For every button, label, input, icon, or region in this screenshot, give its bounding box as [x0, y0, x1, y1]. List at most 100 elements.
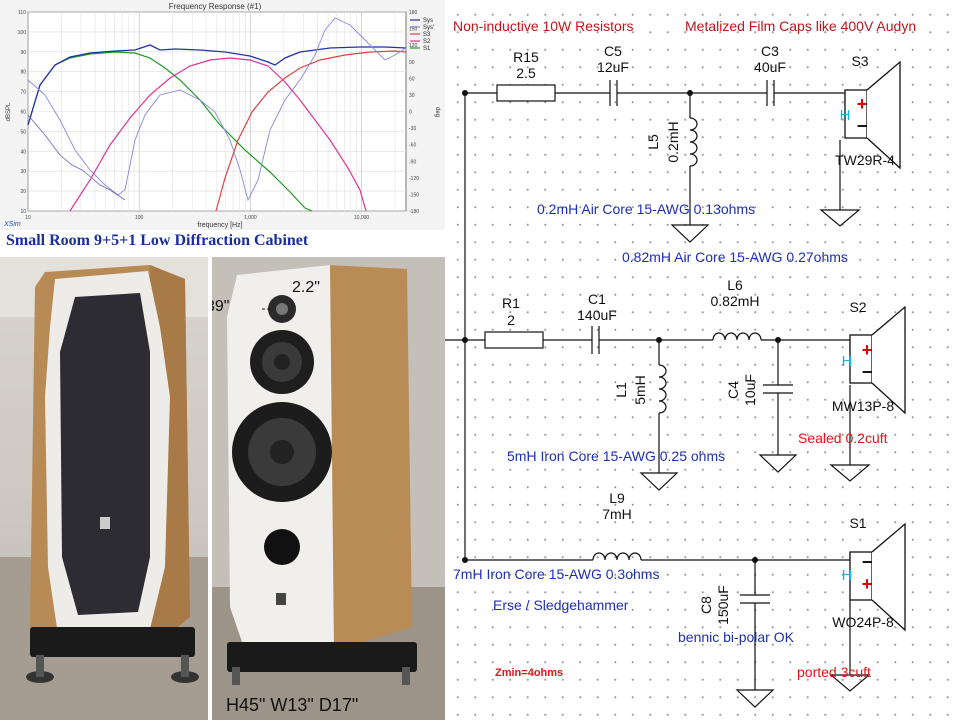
- y-right-tick: -150: [409, 192, 419, 198]
- note-erse: Erse / Sledgehammer: [493, 597, 629, 613]
- speaker-photo-angled: [0, 257, 208, 720]
- speaker-angled-drawing: [0, 257, 208, 720]
- y-right-tick: -30: [409, 126, 416, 132]
- svg-text:−: −: [857, 116, 868, 136]
- legend-label: Sys': [423, 25, 434, 31]
- graph-title: Frequency Response (#1): [169, 2, 262, 11]
- legend-label: S2: [423, 39, 431, 45]
- x-tick: 10: [25, 215, 31, 221]
- axis-ticks: 1101009080706050403020101801501209060300…: [18, 10, 420, 221]
- c1-name: C1: [588, 291, 606, 307]
- note-l1: 5mH Iron Core 15-AWG 0.25 ohms: [507, 448, 725, 464]
- l5-value: 0.2mH: [665, 121, 681, 162]
- cabinet-dimensions: H45" W13" D17": [226, 695, 359, 715]
- r15-value: 2.5: [516, 65, 536, 81]
- curve-s2-spl: [69, 57, 367, 212]
- svg-text:+: +: [857, 94, 868, 114]
- s2-model: MW13P-8: [832, 398, 894, 414]
- note-resistors: Non-inductive 10W Resistors: [453, 18, 634, 34]
- svg-text:−: −: [862, 552, 873, 572]
- y-left-tick: 60: [20, 110, 26, 116]
- graph-ylabel-left: dBSPL: [6, 102, 12, 121]
- cabinet-caption: Small Room 9+5+1 Low Diffraction Cabinet: [6, 232, 309, 249]
- y-left-tick: 100: [18, 30, 27, 36]
- l1-value: 5mH: [632, 375, 648, 405]
- c3-name: C3: [761, 43, 779, 59]
- note-l6: 0.82mH Air Core 15-AWG 0.27ohms: [622, 249, 848, 265]
- y-left-tick: 110: [18, 10, 26, 16]
- speaker-photo-front: 39" 2.2" H45" W13" D17": [212, 257, 445, 720]
- graph-xlabel: frequency [Hz]: [197, 222, 242, 229]
- legend-label: S3: [423, 32, 431, 38]
- y-right-tick: -60: [409, 143, 416, 149]
- s1-box: ported 3cuft: [797, 664, 871, 680]
- note-l5: 0.2mH Air Core 15-AWG 0.13ohms: [537, 201, 755, 217]
- l9-value: 7mH: [602, 506, 632, 522]
- curve-sys-phase: [27, 17, 407, 202]
- inductor-l5: [689, 117, 698, 167]
- l5-name: L5: [645, 134, 661, 150]
- y-right-tick: 90: [409, 60, 415, 66]
- l6-value: 0.82mH: [710, 293, 759, 309]
- c8-name: C8: [698, 596, 714, 614]
- y-left-tick: 50: [20, 129, 26, 135]
- legend-label: Sys: [423, 18, 433, 24]
- y-right-tick: 180: [409, 10, 418, 16]
- r1-value: 2: [507, 312, 515, 328]
- y-right-tick: 30: [409, 93, 415, 99]
- c4-name: C4: [725, 381, 741, 399]
- y-left-tick: 10: [20, 209, 26, 215]
- x-tick: 100: [135, 215, 144, 221]
- y-right-tick: 150: [409, 27, 418, 33]
- c1-value: 140uF: [577, 307, 617, 323]
- c5-name: C5: [604, 43, 622, 59]
- s2-box: Sealed 0.2cuft: [798, 430, 888, 446]
- svg-text:H: H: [840, 107, 851, 124]
- curve-sys-spl: [27, 44, 407, 126]
- x-tick: 10,000: [354, 215, 370, 221]
- curve-s3-spl: [215, 50, 407, 212]
- tweeter-size-label: 2.2": [292, 279, 320, 296]
- y-right-tick: 0: [409, 110, 412, 116]
- r1-name: R1: [502, 295, 520, 311]
- graph-ylabel-right: deg: [434, 107, 440, 117]
- y-right-tick: -120: [409, 176, 419, 182]
- crossover-schematic: + − H + − H − + H Non-inductive 10W Resi…: [445, 0, 960, 720]
- l9-name: L9: [609, 490, 625, 506]
- c8-value: 150uF: [715, 585, 731, 625]
- y-left-tick: 80: [20, 70, 26, 76]
- response-curves: [27, 17, 407, 212]
- y-right-tick: -90: [409, 159, 416, 165]
- note-l9: 7mH Iron Core 15-AWG 0.3ohms: [453, 566, 659, 582]
- speaker-front-drawing: [212, 257, 445, 720]
- svg-text:H: H: [842, 567, 853, 584]
- resistor-r1: [484, 331, 544, 349]
- legend-label: S1: [423, 46, 431, 52]
- y-right-tick: 60: [409, 76, 415, 82]
- speaker-s2: + − H: [842, 305, 906, 415]
- s1-model: WO24P-8: [832, 614, 894, 630]
- s3-name: S3: [851, 53, 868, 69]
- l1-name: L1: [613, 382, 629, 398]
- c3-value: 40uF: [754, 59, 786, 75]
- y-left-tick: 70: [20, 90, 26, 96]
- y-left-tick: 90: [20, 50, 26, 56]
- svg-text:H: H: [842, 353, 853, 370]
- inductor-l9: [592, 552, 642, 561]
- y-left-tick: 20: [20, 189, 26, 195]
- inductor-l1: [658, 364, 667, 414]
- y-left-tick: 40: [20, 149, 26, 155]
- svg-text:−: −: [862, 362, 873, 382]
- schematic-drawing: + − H + − H − + H Non-inductive 10W Resi…: [445, 18, 916, 708]
- resistor-r15: [496, 84, 556, 102]
- l6-name: L6: [727, 277, 743, 293]
- zmin-note: Zmin=4ohms: [495, 667, 563, 679]
- svg-text:+: +: [862, 574, 873, 594]
- graph-brand: XSim: [3, 221, 21, 228]
- svg-text:+: +: [862, 340, 873, 360]
- r15-name: R15: [513, 49, 539, 65]
- y-left-tick: 30: [20, 169, 26, 175]
